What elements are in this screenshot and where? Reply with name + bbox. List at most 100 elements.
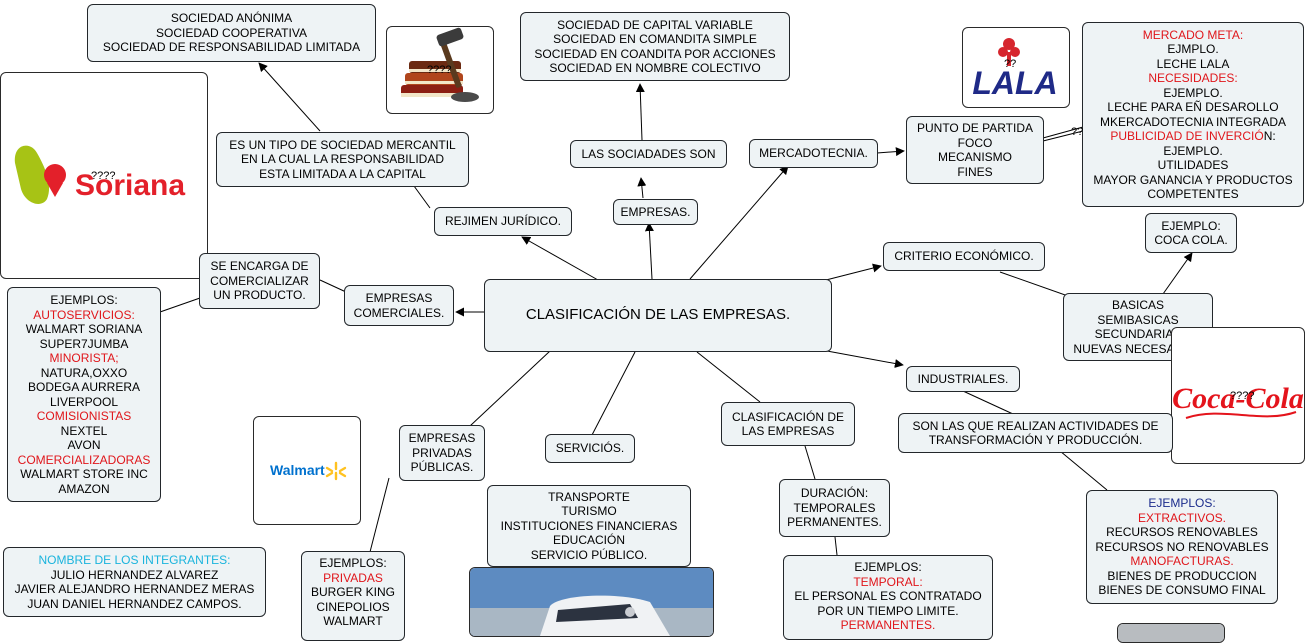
- regimen-juridico-node[interactable]: REJIMEN JURÍDICO.: [434, 207, 572, 236]
- transformacion-line: TRANSFORMACIÓN Y PRODUCCIÓN.: [928, 433, 1143, 447]
- soriana-wordmark: Soriana: [75, 169, 185, 202]
- ej-comerciales-line: MINORISTA;: [49, 351, 119, 365]
- transformacion-node[interactable]: SON LAS QUE REALIZAN ACTIVIDADES DE TRAN…: [898, 413, 1173, 453]
- punto-line: FINES: [957, 164, 993, 179]
- ej-comerciales-line: NATURA,OXXO: [40, 365, 128, 380]
- lala-logo: LALA: [967, 38, 1063, 101]
- comerciales-line: COMERCIALES.: [353, 305, 445, 320]
- ejemplos-industriales-node[interactable]: EJEMPLOS: EXTRACTIVOS. RECURSOS RENOVABL…: [1086, 490, 1278, 604]
- center-title: CLASIFICACIÓN DE LAS EMPRESAS.: [525, 306, 791, 324]
- servicios-label: SERVICIÓS.: [555, 441, 625, 456]
- mercadotecnia-label: MERCADOTECNIA.: [759, 146, 868, 161]
- punto-partida-node[interactable]: PUNTO DE PARTIDA FOCO MECANISMO FINES: [906, 116, 1044, 184]
- ejemplos-duracion-node[interactable]: EJEMPLOS: TEMPORAL: EL PERSONAL ES CONTR…: [783, 555, 993, 640]
- ej-duracion-line: PERMANENTES.: [840, 618, 936, 632]
- ej-comerciales-line: NEXTEL: [60, 423, 108, 438]
- cocacola-logo-image[interactable]: Coca-Cola: [1171, 327, 1305, 464]
- ej-duracion-line: POR UN TIEMPO LIMITE.: [817, 603, 959, 618]
- integrantes-node[interactable]: NOMBRE DE LOS INTEGRANTES: JULIO HERNAND…: [3, 547, 266, 617]
- link-industriales-transf: [962, 390, 1014, 415]
- ej-comerciales-line: EJEMPLOS:: [50, 293, 118, 307]
- walmart-logo-image[interactable]: Walmart: [253, 416, 361, 525]
- comercializar-line: SE ENCARGA DE: [210, 259, 309, 274]
- ej-privadas-line: CINEPOLIOS: [316, 599, 390, 614]
- transporte-line: INSTITUCIONES FINANCIERAS: [500, 518, 678, 533]
- sociadades-node[interactable]: LAS SOCIADADES SON: [570, 140, 727, 168]
- capital-line: SOCIEDAD DE CAPITAL VARIABLE: [557, 17, 753, 32]
- ej-comerciales-line: WALMART SORIANA: [25, 322, 143, 336]
- mercado-line: PUBLICIDAD DE INVERCIÓN:: [1110, 129, 1275, 144]
- walmart-logo: Walmart: [270, 461, 347, 481]
- transformacion-line: SON LAS QUE REALIZAN ACTIVIDADES DE: [912, 418, 1159, 433]
- ej-industriales-line: EXTRACTIVOS.: [1137, 510, 1226, 525]
- basicas-line: BASICAS: [1111, 298, 1165, 312]
- privadas-publicas-node[interactable]: EMPRESAS PRIVADAS PÚBLICAS.: [399, 425, 485, 481]
- mercado-placeholder-mark: ??: [1071, 126, 1084, 138]
- mercantil-line: ES UN TIPO DE SOCIEDAD MERCANTIL: [229, 137, 456, 152]
- comercializar-node[interactable]: SE ENCARGA DE COMERCIALIZAR UN PRODUCTO.: [199, 253, 320, 309]
- industriales-node[interactable]: INDUSTRIALES.: [906, 366, 1020, 392]
- walmart-wordmark: Walmart: [270, 462, 325, 478]
- duracion-line: DURACIÓN:: [800, 486, 869, 501]
- industriales-label: INDUSTRIALES.: [917, 371, 1009, 386]
- ej-industriales-line: RECURSOS NO RENOVABLES: [1095, 539, 1269, 554]
- sociedad-mercantil-node[interactable]: ES UN TIPO DE SOCIEDAD MERCANTIL EN LA C…: [216, 132, 469, 187]
- privadas-line: EMPRESAS: [408, 431, 476, 446]
- mercantil-line: ESTA LIMITADA A LA CAPITAL: [259, 166, 426, 181]
- truck-photo-image[interactable]: [1117, 623, 1225, 643]
- ejemplos-comerciales-node[interactable]: EJEMPLOS: AUTOSERVICIOS: WALMART SORIANA…: [7, 287, 161, 502]
- sociedad-types-node[interactable]: SOCIEDAD ANÓNIMA SOCIEDAD COOPERATIVA SO…: [87, 4, 376, 62]
- link-center-servicios: [591, 351, 636, 436]
- center-node[interactable]: CLASIFICACIÓN DE LAS EMPRESAS.: [484, 279, 832, 352]
- mercado-line: MAYOR GANANCIA Y PRODUCTOS: [1093, 172, 1293, 187]
- ej-industriales-line: BIENES DE PRODUCCION: [1107, 568, 1257, 583]
- integrantes-line: JAVIER ALEJANDRO HERNANDEZ MERAS: [14, 582, 255, 596]
- ej-comerciales-line: LIVERPOOL: [49, 394, 119, 409]
- clasificacion-line: LAS EMPRESAS: [741, 424, 835, 438]
- basicas-line: SECUNDARIAS: [1094, 327, 1182, 341]
- ej-privadas-line: BURGER KING: [310, 585, 395, 599]
- ejemplos-privadas-node[interactable]: EJEMPLOS: PRIVADAS BURGER KING CINEPOLIO…: [301, 551, 405, 641]
- cocacola-placeholder-mark: ????: [1230, 390, 1255, 402]
- link-transf-ejemplos: [1059, 450, 1108, 491]
- criterio-economico-node[interactable]: CRITERIO ECONÓMICO.: [883, 242, 1045, 271]
- link-punto-meta-1: [1042, 126, 1084, 139]
- mercado-line: NECESIDADES:: [1148, 71, 1238, 85]
- duracion-node[interactable]: DURACIÓN: TEMPORALES PERMANENTES.: [779, 479, 890, 537]
- mercadotecnia-node[interactable]: MERCADOTECNIA.: [749, 139, 878, 168]
- comercializar-line: COMERCIALIZAR: [210, 273, 309, 288]
- mercado-meta-node[interactable]: MERCADO META: EJMPLO. LECHE LALA NECESID…: [1082, 22, 1304, 207]
- mercado-line: MERCADO META:: [1142, 27, 1244, 42]
- transporte-node[interactable]: TRANSPORTE TURISMO INSTITUCIONES FINANCI…: [487, 485, 691, 567]
- duracion-line: TEMPORALES: [793, 500, 876, 515]
- bus-photo: [470, 568, 713, 636]
- ej-privadas-line: PRIVADAS: [323, 570, 383, 585]
- link-clasificacion-duracion: [804, 445, 816, 480]
- lala-logo-image[interactable]: LALA: [962, 27, 1070, 108]
- capital-line: SOCIEDAD EN COMANDITA SIMPLE: [553, 32, 757, 46]
- servicios-node[interactable]: SERVICIÓS.: [545, 434, 635, 463]
- gavel-books-icon: [401, 27, 479, 102]
- link-center-criterio: [825, 263, 882, 281]
- soriana-placeholder-mark: ????: [91, 170, 116, 182]
- empresas-comerciales-node[interactable]: EMPRESAS COMERCIALES.: [344, 285, 454, 326]
- ej-comerciales-line: AVON: [67, 438, 101, 452]
- soriana-logo-image[interactable]: Soriana: [0, 72, 208, 279]
- regimen-label: REJIMEN JURÍDICO.: [444, 214, 561, 229]
- transporte-line: TURISMO: [561, 504, 617, 519]
- coca-ejemplo-node[interactable]: EJEMPLO: COCA COLA.: [1145, 213, 1237, 253]
- empresas-node[interactable]: EMPRESAS.: [613, 199, 698, 225]
- lala-placeholder-mark: ??: [1004, 58, 1017, 70]
- bus-photo-image[interactable]: [469, 567, 714, 637]
- gavel-books-image[interactable]: [386, 26, 494, 114]
- transporte-line: TRANSPORTE: [548, 489, 630, 504]
- link-empresas-sociadades: [637, 177, 647, 199]
- link-center-privadas: [469, 350, 551, 427]
- capital-variable-node[interactable]: SOCIEDAD DE CAPITAL VARIABLE SOCIEDAD EN…: [520, 12, 790, 81]
- link-mercantil-tipos: [258, 62, 321, 132]
- clasificacion-node[interactable]: CLASIFICACIÓN DE LAS EMPRESAS: [721, 402, 855, 446]
- integrantes-line: JULIO HERNANDEZ ALVAREZ: [50, 567, 219, 582]
- sociedad-types-line: SOCIEDAD COOPERATIVA: [156, 25, 307, 40]
- basicas-node[interactable]: BASICAS SEMIBASICAS SECUNDARIAS NUEVAS N…: [1063, 293, 1213, 361]
